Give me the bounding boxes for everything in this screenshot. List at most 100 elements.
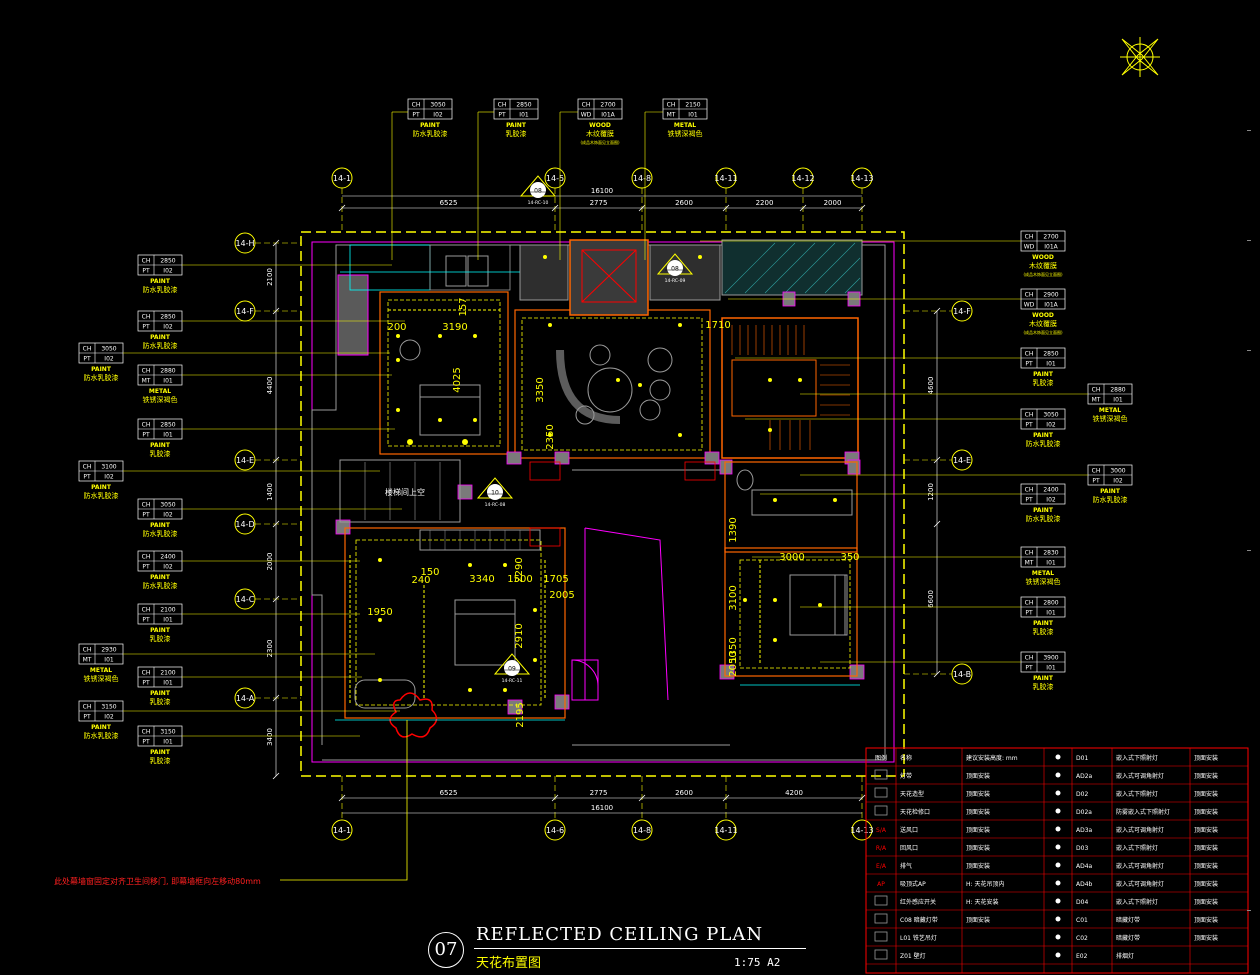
tag-ch-value: 2400 [1043,487,1058,494]
tag-ch-value: 2850 [160,422,175,429]
legend-left-symbol: R/A [876,845,887,852]
grid-bubble-label: 14-F [236,307,254,316]
tag-ch-value: 2880 [1110,387,1125,394]
grid-top-14-13: 14-13 [850,167,874,189]
room-name-void: 楼梯间上空 [385,487,425,497]
tag-ch-value: 2900 [1043,292,1058,299]
tag-code: Ι02 [163,512,173,519]
legend-left-symbol-box [874,931,888,942]
tag-desc: 防水乳胶漆 [143,341,178,350]
grid-top-14-11: 14-11 [714,167,738,189]
grid-top-14-12: 14-12 [791,167,815,189]
legend-left-name: C08 暗藏灯带 [900,916,938,924]
dim-left-tick [272,694,280,702]
tag-type: WD [1024,244,1035,251]
grid-bubble-label: 14-1 [333,174,351,183]
room-dim-2350: 2350 [545,424,556,449]
legend-header-height: 建议安装高度: mm [966,754,1018,762]
tag-ch-key: CH [142,314,151,321]
tag-desc: 铁锈深褐色 [143,395,178,404]
dim-right-tick [933,307,941,315]
tag-material: WOOD [589,122,611,129]
legend-left-name: Z01 壁灯 [900,952,926,960]
tag-type: MT [1092,397,1101,404]
grid-bubble-label: 14-H [235,239,254,248]
tag-ch-key: CH [412,102,421,109]
legend-right-note: 顶面安装 [1194,862,1218,870]
tag-material: PAINT [1033,620,1054,627]
grid-right-14-E: 14-E [951,449,973,471]
tag-type: PT [142,512,150,519]
tag-code: Ι01 [688,112,698,119]
tag-ch-key: CH [1025,412,1034,419]
room-dim-2005: 2005 [549,590,574,601]
legend-left-symbol-box [874,913,888,924]
revision-leader [280,720,408,881]
legend-left-note: 顶面安装 [966,772,990,780]
legend-right-name: 嵌入式可调角射灯 [1116,826,1164,834]
legend-right-code: C02 [1076,935,1088,942]
dim-top-label: 2200 [756,199,774,207]
legend-right-note: 顶面安装 [1194,790,1218,798]
legend-left-name: 天花造型 [900,790,924,798]
legend-left-symbol-box [874,769,888,780]
dim-bottom-label: 4200 [785,789,803,797]
room-dim-1350: 1350 [728,637,739,662]
drawing-scale: 1:75 A2 [734,956,781,969]
tag-type: PT [142,617,150,624]
room-dim-1500: 1500 [507,574,532,585]
tag-ch-key: CH [1092,387,1101,394]
legend-right-note: 顶面安装 [1194,772,1218,780]
tag-desc: 防水乳胶漆 [84,491,119,500]
tag-ch-value: 3050 [1043,412,1058,419]
tag-type: PT [412,112,420,119]
legend-right-symbol [1055,898,1061,904]
tag-ch-value: 2850 [160,314,175,321]
tag-material: PAINT [150,442,171,449]
tag-material: PAINT [1100,488,1121,495]
legend-right-symbol [1055,826,1061,832]
tag-ch-key: CH [142,607,151,614]
legend-right-name: 防雾嵌入式下照射灯 [1116,808,1170,816]
tag-ch-value: 3050 [160,502,175,509]
tag-material: PAINT [91,724,112,731]
tag-desc: 防水乳胶漆 [413,129,448,138]
tag-code: Ι01 [163,432,173,439]
tag-code: Ι02 [1046,497,1056,504]
legend-right-name: 嵌入式下照射灯 [1116,844,1158,852]
tag-code: Ι01A [1044,244,1058,251]
tag-material: PAINT [1033,371,1054,378]
tag-material: PAINT [150,627,171,634]
room-dim-1710: 1710 [705,320,730,331]
legend-left-note: H: 天花吊顶内 [966,880,1004,888]
tag-code: Ι01A [601,112,615,119]
tag-code: Ι01 [163,739,173,746]
tag-ch-value: 3900 [1043,655,1058,662]
tag-code: Ι01 [1046,361,1056,368]
grid-left-14-A: 14-A [234,687,256,709]
tag-material: PAINT [150,749,171,756]
room-dim-3190: 3190 [442,322,467,333]
section-number: 10 [491,490,499,497]
dim-bottom-tick [338,794,346,802]
legend-right-symbol [1055,916,1061,922]
tag-type: PT [142,680,150,687]
legend-right-code: D04 [1076,899,1088,906]
room-dim-3340: 3340 [469,574,494,585]
tag-ch-value: 2700 [1043,234,1058,241]
dim-left-tick [272,595,280,603]
tag-type: PT [142,324,150,331]
dim-top-label: 6525 [440,199,458,207]
legend-right-symbol [1055,808,1061,814]
dim-bottom-total: 16100 [591,804,613,812]
tag-type: PT [1025,665,1033,672]
